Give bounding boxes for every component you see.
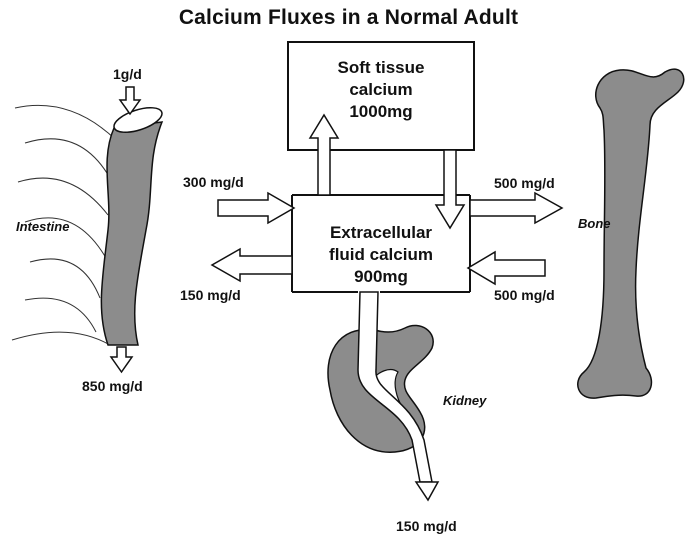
soft-tissue-line3: 1000mg	[288, 101, 474, 123]
secretion-label: 150 mg/d	[180, 287, 241, 303]
bone-deposition-label: 500 mg/d	[494, 175, 555, 191]
extracellular-line2: fluid calcium	[292, 244, 470, 266]
page-title: Calcium Fluxes in a Normal Adult	[0, 6, 697, 30]
intestine-label: Intestine	[16, 220, 69, 235]
intestine-shape	[101, 103, 164, 345]
kidney-label: Kidney	[443, 394, 486, 409]
fecal-loss-label: 850 mg/d	[82, 378, 143, 394]
bone-deposition-arrow	[470, 193, 562, 223]
absorption-arrow	[218, 193, 294, 223]
bone-label: Bone	[578, 217, 611, 232]
soft-tissue-label: Soft tissue calcium 1000mg	[288, 57, 474, 123]
from-soft-tissue-arrow	[436, 150, 464, 228]
bone-resorption-label: 500 mg/d	[494, 287, 555, 303]
urinary-loss-label: 150 mg/d	[396, 518, 457, 534]
soft-tissue-line1: Soft tissue	[288, 57, 474, 79]
intake-label: 1g/d	[113, 66, 142, 82]
bone-shape	[578, 69, 684, 398]
soft-tissue-line2: calcium	[288, 79, 474, 101]
extracellular-line1: Extracellular	[292, 222, 470, 244]
secretion-arrow	[212, 249, 292, 281]
absorption-label: 300 mg/d	[183, 174, 244, 190]
bone-resorption-arrow	[468, 252, 545, 284]
fecal-loss-arrow	[111, 347, 132, 372]
extracellular-line3: 900mg	[292, 266, 470, 288]
extracellular-label: Extracellular fluid calcium 900mg	[292, 222, 470, 288]
